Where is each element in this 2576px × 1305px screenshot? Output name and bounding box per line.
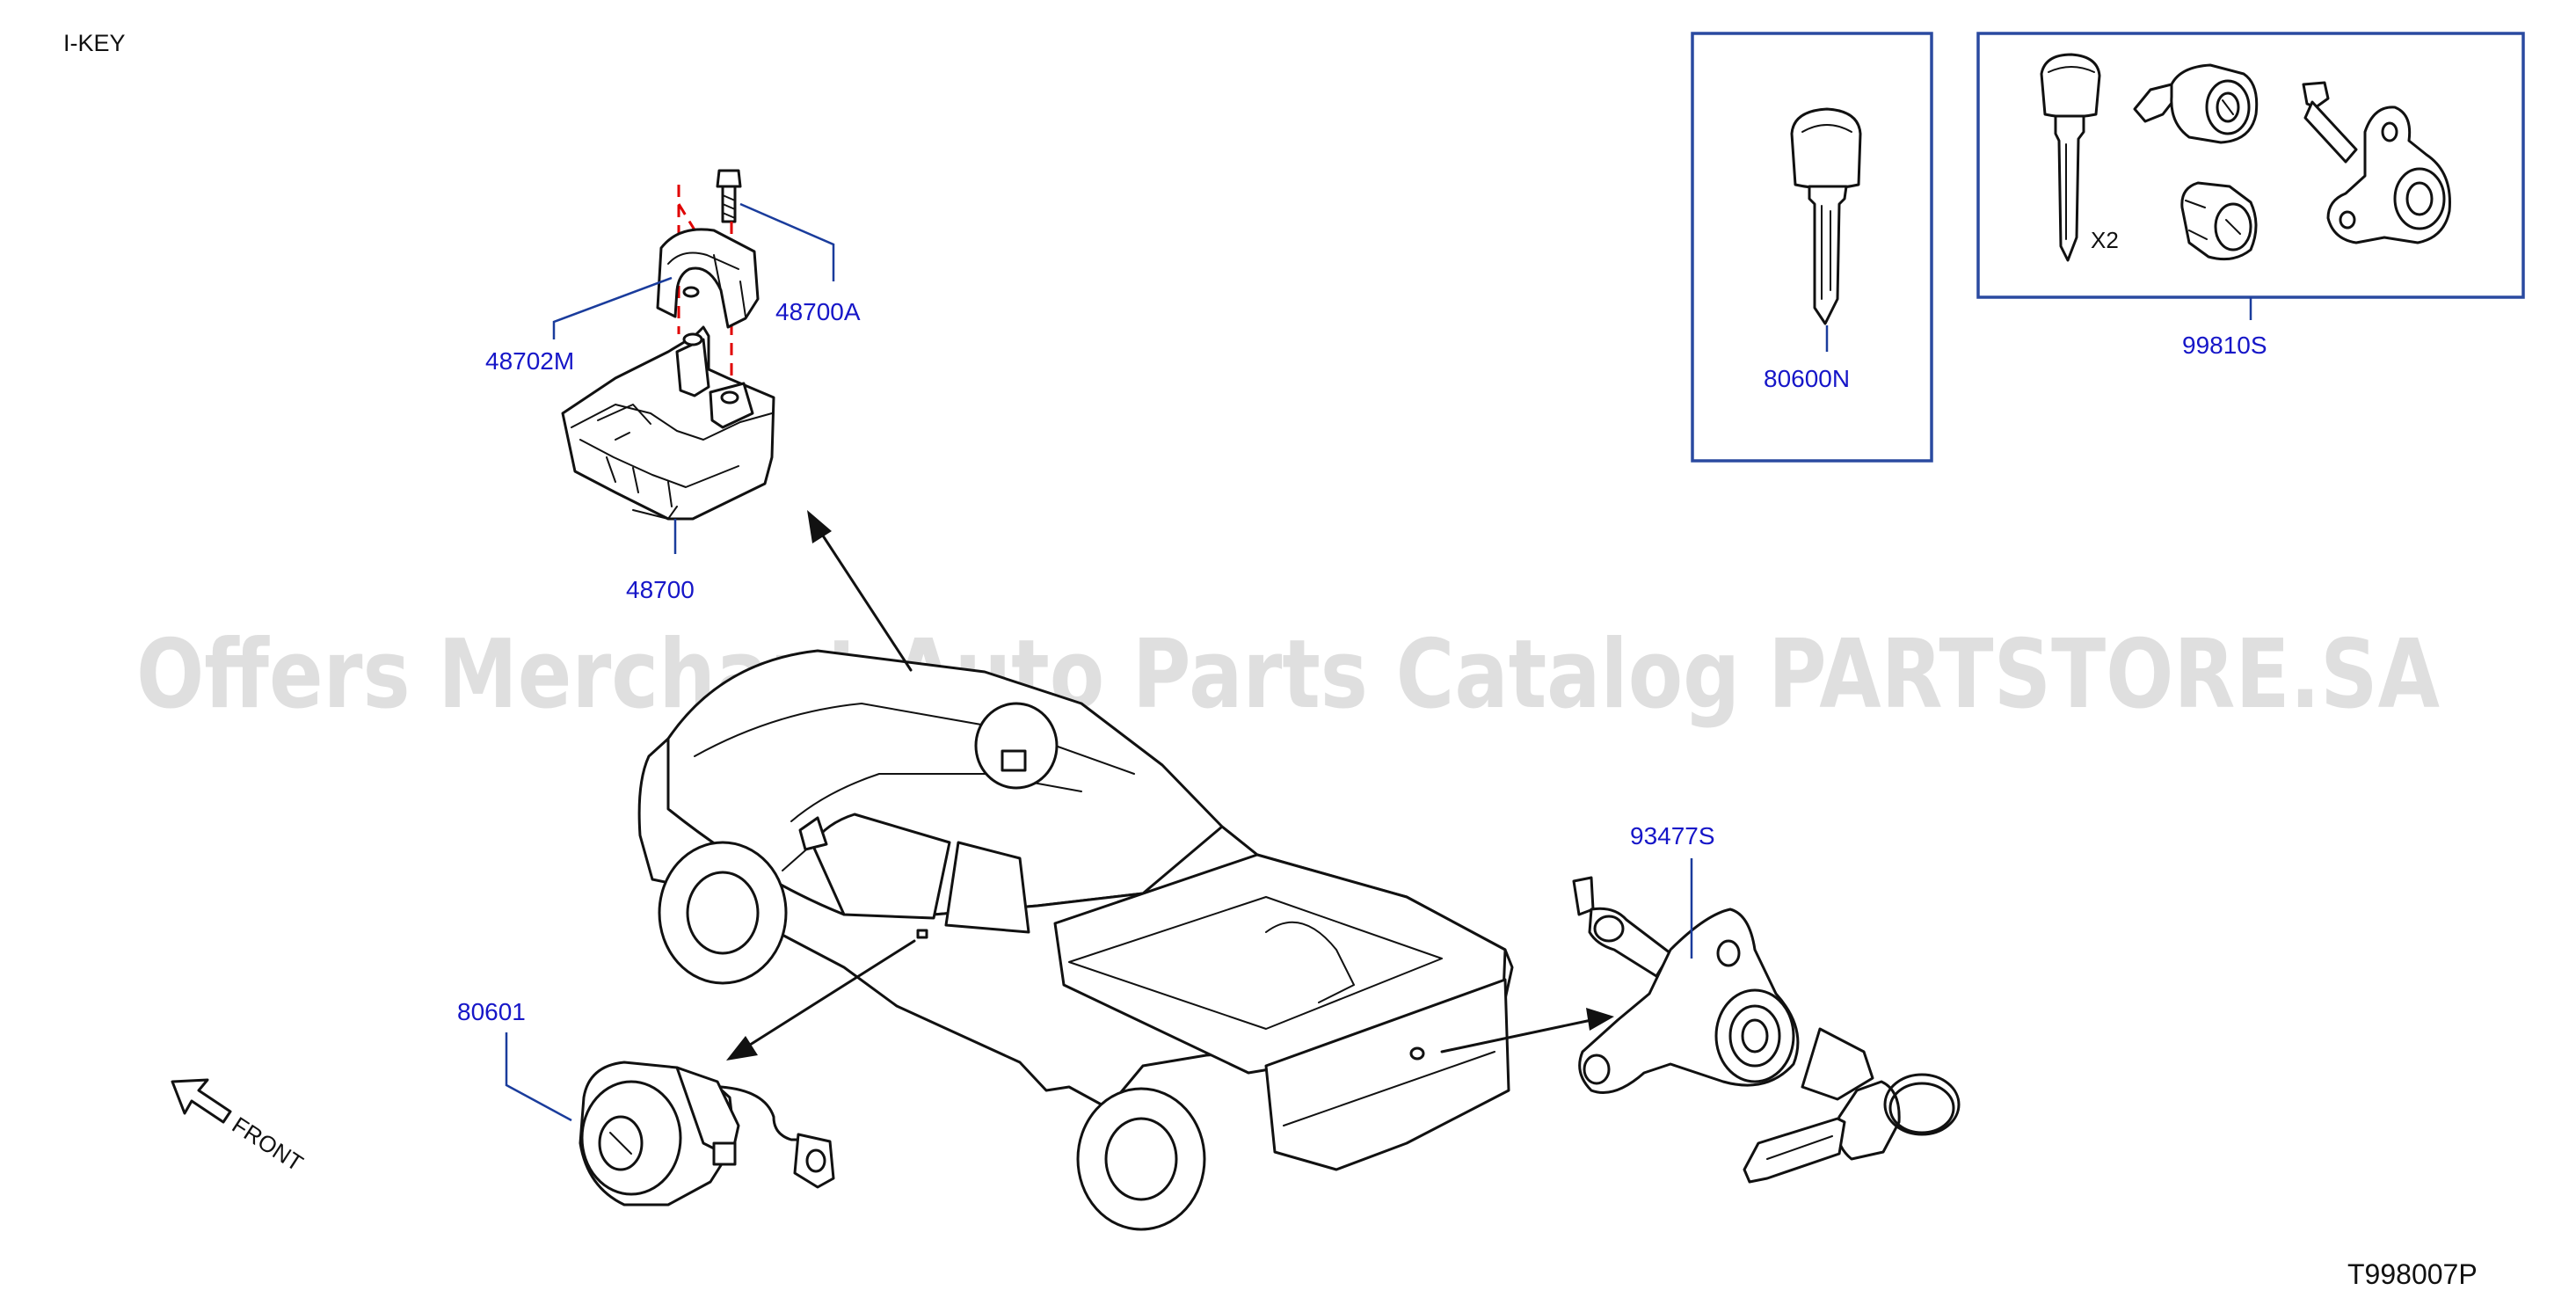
callout-arrow: [807, 510, 913, 672]
steering-lock-assembly-icon[interactable]: [561, 169, 775, 521]
part-label-80600N[interactable]: 80600N: [1764, 365, 1850, 392]
part-label-48702M[interactable]: 48702M: [485, 347, 574, 375]
key-kit-box: [1691, 32, 1933, 463]
ignition-cylinder-icon: [2133, 63, 2259, 144]
part-label-80601[interactable]: 80601: [457, 998, 526, 1025]
tailgate-cylinder-icon: [2302, 81, 2451, 244]
tailgate-lock-icon[interactable]: [1572, 876, 1961, 1184]
part-label-48700[interactable]: 48700: [626, 576, 695, 603]
lock-body-icon: [561, 325, 775, 521]
part-label-99810S[interactable]: 99810S: [2182, 332, 2267, 359]
door-cylinder-icon: [2180, 181, 2258, 261]
bolt-icon: [716, 169, 742, 223]
key-blank-icon[interactable]: [1790, 107, 1862, 325]
watermark-text: Offers Merchant Auto Parts Catalog PARTS…: [136, 620, 2440, 730]
front-direction-arrow-icon: [171, 1078, 232, 1124]
callout-arrow: [1440, 1008, 1614, 1053]
leader-line: [552, 276, 673, 339]
diagram-code: T998007P: [2347, 1258, 2478, 1290]
key-quantity: X2: [2091, 227, 2119, 253]
front-label: FRONT: [228, 1112, 309, 1177]
part-label-93477S[interactable]: 93477S: [1630, 822, 1715, 849]
part-label-48700A[interactable]: 48700A: [775, 298, 861, 325]
clamp-bracket-icon: [656, 228, 760, 329]
leader-line: [505, 1032, 572, 1122]
door-lock-cylinder-icon[interactable]: [579, 1061, 835, 1207]
callout-arrow: [726, 939, 916, 1061]
diagram-title: I-KEY: [63, 30, 126, 56]
leader-line: [739, 202, 835, 281]
pickup-truck-icon: [637, 649, 1514, 1231]
key-icon: [2040, 53, 2101, 262]
